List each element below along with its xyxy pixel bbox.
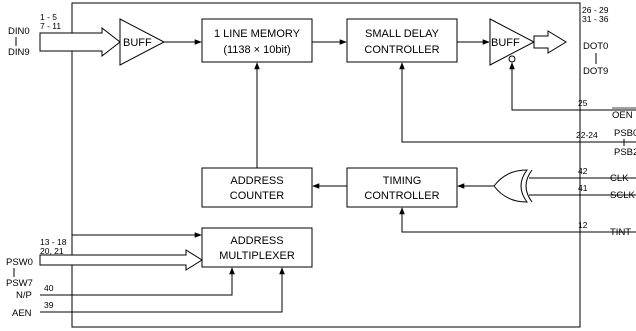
sclk-pin-number: 41: [578, 183, 588, 193]
din0-label: DIN0: [8, 26, 30, 37]
psw-pin-numbers-2: 20, 21: [40, 246, 64, 256]
psb-line: [399, 62, 636, 143]
address-multiplexer-block: [201, 227, 313, 268]
clk-pin-number: 42: [578, 166, 588, 176]
tint-pin-number: 12: [578, 220, 588, 230]
oen-pin-number: 25: [578, 98, 588, 108]
address-counter-title: ADDRESS: [230, 175, 283, 187]
xor-gate: [493, 169, 533, 203]
aen-label: AEN: [12, 308, 32, 319]
address-counter-block: [201, 167, 313, 208]
address-multiplexer-subtitle: MULTIPLEXER: [219, 250, 295, 262]
output-buffer-triangle: [489, 18, 536, 66]
din-pin-numbers: 1 - 5: [40, 12, 57, 22]
din9-label: DIN9: [8, 47, 30, 58]
din-bus-arrow: [39, 26, 121, 58]
psw7-label: PSW7: [6, 278, 33, 289]
line-memory-size: (1138 × 10bit): [223, 44, 290, 56]
line-memory-block: [201, 18, 313, 63]
psb-pin-number: 22-24: [576, 130, 598, 140]
np-line: [40, 267, 235, 296]
timing-controller-subtitle: CONTROLLER: [364, 190, 439, 202]
line-memory-title: 1 LINE MEMORY: [214, 28, 301, 40]
small-delay-subtitle: CONTROLLER: [364, 44, 439, 56]
dot0-label: DOT0: [583, 41, 608, 52]
timing-controller-block: [346, 167, 458, 208]
oen-line: [509, 62, 636, 111]
output-enable-bubble: [508, 55, 516, 63]
input-buffer-label: BUFF: [123, 37, 152, 49]
output-buffer-label: BUFF: [491, 37, 520, 49]
oen-label: OEN: [612, 110, 633, 121]
psw-pin-numbers: 13 - 18: [40, 237, 67, 247]
small-delay-title: SMALL DELAY: [365, 28, 440, 40]
tint-label: TINT: [610, 227, 631, 238]
din-tap-line: [71, 51, 202, 238]
din-pin-numbers-2: 7 - 11: [40, 21, 61, 31]
dot-pin-numbers-2: 31 - 36: [582, 14, 609, 24]
clk-label: CLK: [610, 173, 629, 184]
dot9-label: DOT9: [583, 66, 608, 77]
np-label: N/P: [16, 290, 32, 301]
aen-pin-number: 39: [44, 300, 54, 310]
aen-line: [40, 267, 285, 313]
psw-bus-arrow: [39, 249, 203, 271]
timing-controller-title: TIMING: [383, 175, 422, 187]
np-pin-number: 40: [44, 283, 54, 293]
psb0-label: PSB0: [614, 128, 636, 139]
address-multiplexer-title: ADDRESS: [230, 235, 283, 247]
address-counter-subtitle: COUNTER: [230, 190, 284, 202]
input-buffer-triangle: [119, 18, 166, 66]
dot-pin-numbers: 26 - 29: [582, 5, 609, 15]
sclk-label: SCLK: [610, 190, 635, 201]
psw0-label: PSW0: [6, 257, 33, 268]
small-delay-controller-block: [346, 18, 458, 63]
tint-line: [399, 207, 636, 233]
dot-bus-arrow: [533, 30, 567, 54]
psb2-label: PSB2: [614, 147, 636, 158]
